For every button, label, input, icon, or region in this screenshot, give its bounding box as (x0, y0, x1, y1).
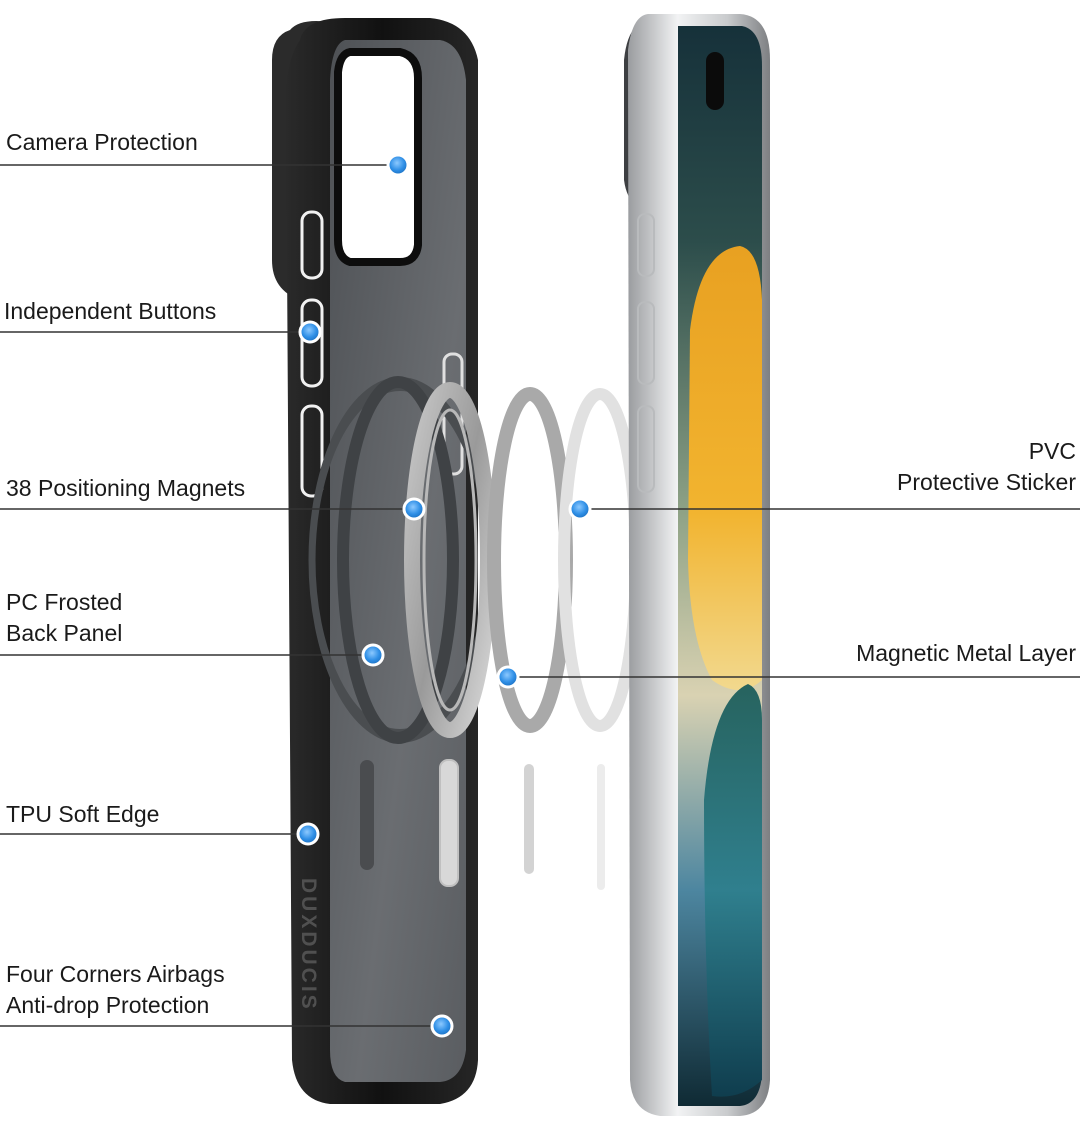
case-magnet-ring-outline (337, 376, 459, 744)
wallpaper-orange (688, 246, 762, 690)
dot-magnetic-metal-layer (496, 665, 520, 689)
callout-dots (296, 153, 592, 1038)
dot-four-corners-airbags (430, 1014, 454, 1038)
dot-pc-frosted-back-panel (361, 643, 385, 667)
phone-case (272, 18, 492, 1104)
label-tpu-soft-edge: TPU Soft Edge (6, 801, 160, 827)
dot-positioning-magnets (402, 497, 426, 521)
metal-layer-ring (487, 387, 573, 874)
dot-tpu-soft-edge (296, 822, 320, 846)
label-camera-protection: Camera Protection (6, 129, 198, 155)
case-alignment-slot (360, 760, 374, 870)
pvc-sticker-tab (597, 764, 605, 890)
case-button-volume-down (300, 404, 324, 498)
callout-lines (0, 164, 1080, 1027)
phone (624, 14, 770, 1116)
case-button-volume-up (300, 298, 324, 388)
metal-layer-tab (524, 764, 534, 874)
label-magnetic-metal-layer: Magnetic Metal Layer (856, 640, 1076, 666)
label-pc-frosted-back-panel: PC Frosted Back Panel (6, 589, 123, 646)
pvc-sticker-ellipse (558, 388, 642, 732)
phone-button-action (637, 213, 655, 277)
magnetic-ring-inner (422, 408, 478, 712)
label-independent-buttons: Independent Buttons (4, 298, 217, 324)
magnetic-ring-tab (439, 759, 459, 887)
label-pvc-protective-sticker: PVC Protective Sticker (897, 438, 1076, 495)
phone-dynamic-island (706, 52, 724, 110)
pvc-sticker-ring (558, 388, 642, 890)
wallpaper-teal (704, 684, 762, 1097)
dot-pvc-protective-sticker (568, 497, 592, 521)
label-positioning-magnets: 38 Positioning Magnets (6, 475, 246, 501)
camera-cutout (334, 48, 422, 266)
case-button-action (300, 210, 324, 280)
phone-button-volume-up (637, 301, 655, 385)
dot-camera-protection (386, 153, 410, 177)
brand-logo-text: DUXDUCIS (297, 878, 320, 1012)
dot-independent-buttons (298, 320, 322, 344)
label-four-corners-airbags: Four Corners Airbags Anti-drop Protectio… (6, 961, 225, 1018)
phone-button-volume-down (637, 405, 655, 493)
